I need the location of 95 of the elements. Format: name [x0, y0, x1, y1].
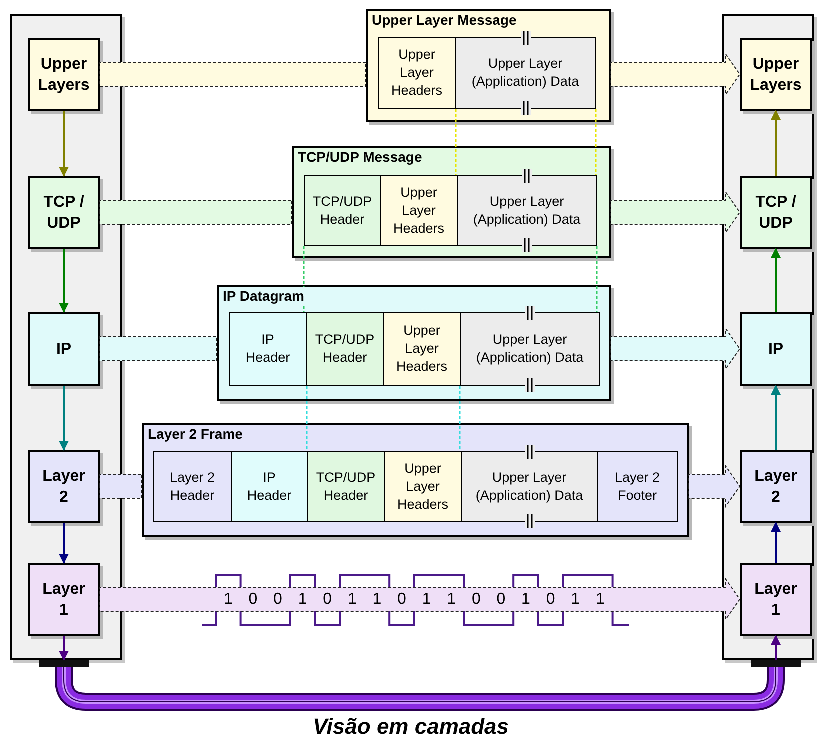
frame-title: IP Datagram [222, 287, 306, 305]
box-label: Upper Layer Headers [395, 322, 449, 376]
layer-box [740, 450, 812, 523]
box-label: Upper Layer Headers [390, 46, 444, 100]
bit-label: 0 [248, 590, 259, 610]
arrow [59, 249, 69, 313]
arrow [771, 248, 781, 312]
bit-label: 1 [372, 590, 383, 610]
bit-label: 1 [594, 590, 606, 610]
band-arrow [100, 578, 741, 622]
bit-label: 0 [545, 590, 556, 610]
bit-label: 1 [446, 590, 458, 610]
bit-label: 0 [272, 590, 284, 610]
box-label: TCP / UDP [754, 192, 798, 234]
band-arrow [100, 336, 218, 362]
box-label: IP Header [244, 331, 292, 367]
arrow [59, 111, 69, 177]
band-arrow [100, 200, 292, 225]
field-cell [597, 451, 678, 522]
layer-box [740, 176, 812, 249]
box-label: Upper Layer (Application) Data [472, 192, 582, 228]
arrow [771, 635, 781, 660]
box-label: TCP/UDP Header [315, 468, 377, 504]
field-cell [378, 37, 456, 109]
box-label: Upper Layers [37, 54, 91, 96]
stack-panel [722, 14, 814, 660]
guide-line [595, 109, 597, 175]
layer-box [28, 450, 100, 523]
guide-line [306, 386, 308, 451]
layer-box [28, 563, 100, 636]
arrow [771, 110, 781, 176]
bit-label: 0 [396, 590, 408, 610]
message-frame [292, 146, 611, 258]
box-label: Upper Layer Headers [392, 184, 446, 238]
bit-label: 1 [346, 590, 358, 610]
bit-label: 1 [520, 590, 532, 610]
field-cell [307, 451, 385, 522]
guide-line [459, 386, 461, 451]
arrow [59, 636, 69, 661]
box-label: Layer 1 [754, 580, 798, 620]
band-arrow [100, 62, 366, 87]
guide-line [303, 246, 305, 312]
box-label: Layer 2 [754, 466, 798, 508]
field-cell [229, 312, 307, 386]
box-label: Layer 2 [42, 466, 86, 508]
arrow [59, 523, 69, 564]
box-label: TCP/UDP Header [312, 192, 374, 228]
message-frame [366, 9, 611, 122]
bit-label: 1 [421, 590, 432, 610]
box-label: IP [767, 340, 785, 360]
bit-label: 0 [496, 590, 507, 610]
band-arrow [100, 474, 142, 499]
stack-panel [10, 14, 122, 660]
field-cell [380, 175, 458, 246]
field-cell [383, 312, 461, 386]
message-frame [217, 285, 611, 401]
arrow [771, 385, 781, 450]
box-label: Upper Layer (Application) Data [470, 55, 580, 91]
bit-label: 1 [222, 590, 234, 610]
band-arrow [610, 327, 741, 371]
band-arrow [688, 464, 741, 508]
box-label: Upper Layer Headers [396, 460, 450, 514]
guide-line [596, 246, 598, 312]
layer-box [740, 38, 812, 111]
box-label: Upper Layer (Application) Data [475, 331, 585, 367]
arrow [59, 386, 69, 451]
box-label: Layer 2 Footer [614, 468, 662, 504]
bit-label: 1 [570, 590, 582, 610]
layer-box [28, 312, 100, 386]
box-label: Layer 1 [42, 580, 86, 620]
field-cell [231, 451, 308, 522]
arrow [771, 522, 781, 563]
layer-box [740, 563, 812, 636]
box-label: TCP / UDP [42, 192, 86, 234]
layer-box [28, 176, 100, 249]
field-cell [153, 451, 232, 522]
field-cell [306, 312, 384, 386]
bit-label: 1 [297, 590, 308, 610]
layer-box [740, 312, 812, 386]
box-label: Upper Layers [749, 54, 803, 96]
box-label: Upper Layer (Application) Data [474, 468, 584, 504]
field-cell [304, 175, 381, 246]
box-label: Layer 2 Header [168, 468, 216, 504]
message-frame [142, 423, 689, 537]
field-cell [384, 451, 462, 522]
box-label: IP [55, 340, 73, 360]
box-label: TCP/UDP Header [314, 331, 376, 367]
diagram-title: Visão em camadas [312, 714, 510, 740]
guide-line [455, 109, 457, 175]
bit-label: 0 [322, 590, 334, 610]
layer-box [28, 38, 100, 111]
band-arrow [610, 190, 741, 234]
band-arrow [610, 52, 741, 96]
box-label: IP Header [246, 468, 293, 504]
bit-label: 0 [470, 590, 482, 610]
